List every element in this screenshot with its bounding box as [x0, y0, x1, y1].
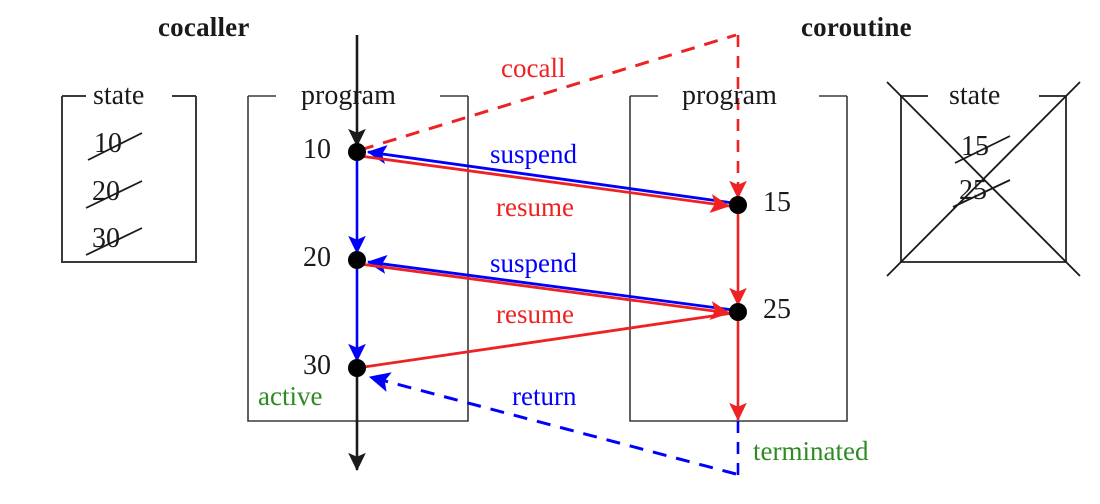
edge-label-return: return [512, 381, 577, 411]
left-program-step-0: 10 [303, 134, 331, 165]
right-program-box-label: program [682, 80, 777, 111]
edge-resume-1 [359, 154, 731, 213]
right-state-strikes [952, 135, 1011, 208]
left-state-value-1: 20 [92, 176, 120, 207]
status-active: active [258, 381, 323, 411]
edge-cocall [359, 33, 737, 152]
left-state-box-frame [61, 95, 197, 263]
edge-suspend-2 [366, 254, 734, 312]
edge-label-resume-1: resume [496, 192, 574, 222]
node-dot-15 [729, 196, 747, 214]
right-state-value-0: 15 [961, 131, 989, 162]
left-program-step-1: 20 [303, 242, 331, 273]
right-state-value-1: 25 [959, 175, 987, 206]
title-cocaller: cocaller [158, 12, 250, 42]
left-state-value-2: 30 [92, 223, 120, 254]
edge-suspend-1 [366, 145, 734, 205]
edge-resume-2 [359, 262, 731, 321]
edge-resume-3 [363, 311, 734, 369]
node-dot-25 [729, 303, 747, 321]
node-dot-10 [348, 143, 366, 161]
edge-return [368, 372, 737, 476]
edge-label-suspend-1: suspend [490, 139, 577, 169]
node-dot-20 [348, 251, 366, 269]
edge-label-resume-2: resume [496, 299, 574, 329]
left-program-step-2: 30 [303, 350, 331, 381]
left-program-box-label: program [301, 80, 396, 111]
right-state-box-frame [900, 95, 1067, 263]
status-terminated: terminated [753, 436, 869, 466]
edge-label-suspend-2: suspend [490, 248, 577, 278]
right-program-step-1: 25 [763, 294, 791, 325]
right-state-crossout-icon [886, 81, 1081, 277]
left-state-box-label: state [93, 80, 145, 111]
node-dot-30 [348, 359, 366, 377]
title-coroutine: coroutine [801, 12, 912, 42]
left-state-strikes [85, 132, 143, 256]
edge-label-cocall: cocall [501, 53, 566, 83]
right-state-box-label: state [949, 80, 1001, 111]
right-program-step-0: 15 [763, 187, 791, 218]
left-state-value-0: 10 [94, 128, 122, 159]
